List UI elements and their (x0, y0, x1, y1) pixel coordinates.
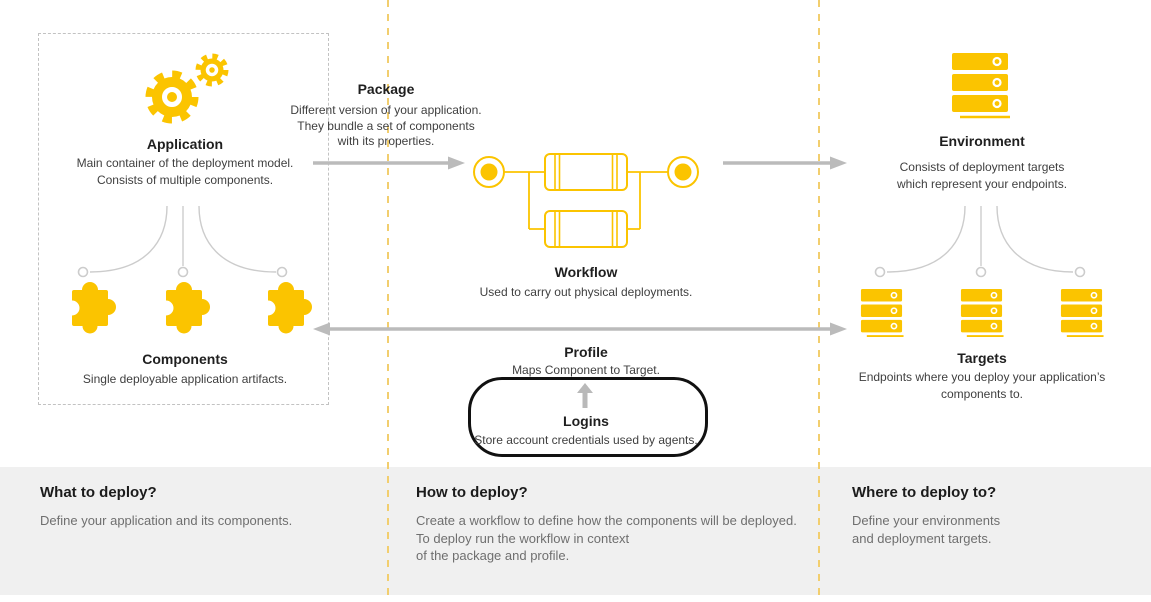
footer-where-title: Where to deploy to? (852, 484, 997, 501)
column-divider-left (387, 0, 389, 602)
text-line: components to. (940, 387, 1024, 401)
gears-icon (145, 53, 229, 124)
text-line: of the package and profile. (416, 548, 570, 563)
text-line: Single deployable application artifacts. (82, 372, 288, 386)
flow-arrow-application-to-workflow (313, 156, 465, 170)
components-title: Components (142, 351, 228, 367)
text-line: Consists of deployment targets (899, 160, 1065, 174)
workflow-diagram-icon (473, 153, 699, 248)
server-stack-icon (1060, 289, 1104, 337)
application-description: Main container of the deployment model. … (25, 155, 345, 189)
text-line: Used to carry out physical deployments. (479, 285, 693, 299)
profile-title: Profile (564, 344, 608, 360)
branch-connector-targets (874, 206, 1086, 278)
text-line: Define your application and its componen… (40, 513, 293, 528)
targets-title: Targets (957, 350, 1007, 366)
text-line: To deploy run the workflow in context (416, 530, 630, 546)
profile-description: Maps Component to Target. (426, 362, 746, 379)
flow-arrow-workflow-to-environment (723, 156, 847, 170)
footer-how-title: How to deploy? (416, 484, 528, 501)
footer-where-description: Define your environments and deployment … (852, 512, 1000, 547)
flow-arrow-components-targets (313, 322, 847, 336)
package-title: Package (357, 81, 415, 97)
text-line: Store account credentials used by agents… (474, 433, 698, 447)
text-line: and deployment targets. (852, 530, 992, 546)
footer-what-title: What to deploy? (40, 484, 157, 501)
footer-how-description: Create a workflow to define how the comp… (416, 512, 797, 565)
footer-background (0, 467, 1151, 595)
targets-description: Endpoints where you deploy your applicat… (822, 369, 1142, 403)
text-line: Define your environments (852, 513, 1001, 528)
column-divider-right (818, 0, 820, 602)
text-line: Create a workflow to define how the comp… (416, 513, 797, 528)
workflow-description: Used to carry out physical deployments. (426, 284, 746, 301)
text-line: Main container of the deployment model. (76, 156, 294, 170)
text-line: Consists of multiple components. (96, 173, 274, 187)
up-arrow-icon (577, 383, 593, 408)
package-description: Different version of your application. T… (226, 103, 546, 150)
application-title: Application (146, 136, 224, 152)
server-stack-icon (952, 53, 1010, 119)
workflow-title: Workflow (554, 264, 618, 280)
text-line: Maps Component to Target. (512, 363, 660, 377)
footer-what-description: Define your application and its componen… (40, 512, 292, 530)
server-stack-icon (960, 289, 1004, 337)
logins-description: Store account credentials used by agents… (426, 432, 746, 449)
text-line: Endpoints where you deploy your applicat… (858, 370, 1106, 384)
puzzle-piece-icon (260, 282, 312, 334)
text-line: with its properties. (337, 134, 435, 148)
logins-title: Logins (563, 413, 609, 429)
environment-title: Environment (939, 133, 1025, 149)
text-line: They bundle a set of components (297, 118, 475, 133)
puzzle-piece-icon (158, 282, 210, 334)
text-line: which represent your endpoints. (896, 177, 1068, 191)
branch-connector-components (77, 206, 288, 278)
components-description: Single deployable application artifacts. (25, 371, 345, 388)
text-line: Different version of your application. (290, 103, 482, 117)
environment-description: Consists of deployment targets which rep… (822, 159, 1142, 193)
application-group-box (38, 33, 329, 405)
puzzle-piece-icon (64, 282, 116, 334)
server-stack-icon (860, 289, 904, 337)
